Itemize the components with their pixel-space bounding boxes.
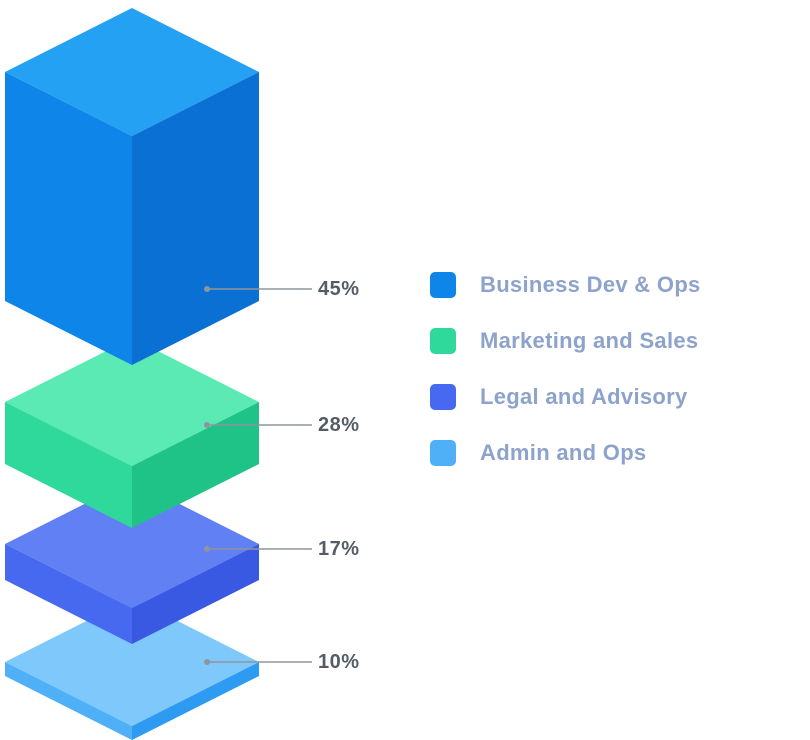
box-right-face [132,402,259,528]
box-right-face [132,662,259,740]
legend-label-legal-and-advisory: Legal and Advisory [480,384,688,409]
chart-legend: Business Dev & Ops Marketing and Sales L… [430,272,701,466]
legend-item-marketing-and-sales: Marketing and Sales [430,328,701,354]
iso-box-business-dev-ops [5,8,259,365]
box-right-face [132,72,259,365]
value-label-admin-and-ops: 10% [318,651,360,673]
value-label-legal-and-advisory: 17% [318,538,360,560]
box-right-face [132,544,259,644]
iso-box-legal-and-advisory [5,480,259,644]
value-label-marketing-and-sales: 28% [318,414,360,436]
legend-label-marketing-and-sales: Marketing and Sales [480,328,699,353]
legend-swatch-business-dev-ops [430,272,456,298]
legend-item-business-dev-ops: Business Dev & Ops [430,272,701,298]
leader-dot-admin-and-ops [204,659,210,665]
legend-item-legal-and-advisory: Legal and Advisory [430,384,701,410]
value-label-business-dev-ops: 45% [318,278,360,300]
box-left-face [5,72,132,365]
box-left-face [5,662,132,740]
box-left-face [5,544,132,644]
leader-dot-business-dev-ops [204,286,210,292]
legend-label-admin-and-ops: Admin and Ops [480,440,647,465]
leader-dot-marketing-and-sales [204,422,210,428]
iso-box-admin-and-ops [5,598,259,740]
legend-label-business-dev-ops: Business Dev & Ops [480,272,701,297]
legend-swatch-legal-and-advisory [430,384,456,410]
box-left-face [5,402,132,528]
legend-swatch-marketing-and-sales [430,328,456,354]
iso-box-marketing-and-sales [5,338,259,528]
legend-item-admin-and-ops: Admin and Ops [430,440,701,466]
legend-swatch-admin-and-ops [430,440,456,466]
leader-dot-legal-and-advisory [204,546,210,552]
